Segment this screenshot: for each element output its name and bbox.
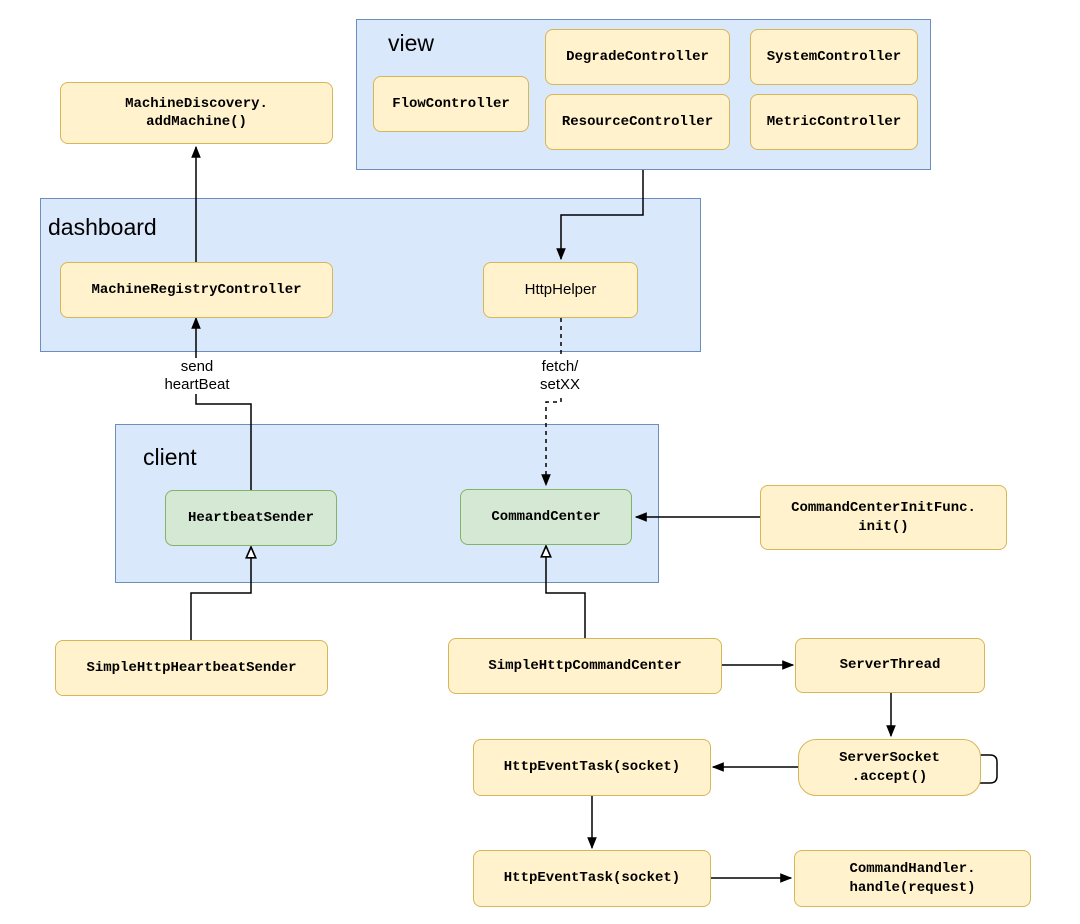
system-controller-node[interactable]: SystemController xyxy=(750,29,918,85)
command-center-init-func-node[interactable]: CommandCenterInitFunc. init() xyxy=(760,485,1007,550)
degrade-controller-node[interactable]: DegradeController xyxy=(545,29,730,85)
http-helper-node[interactable]: HttpHelper xyxy=(483,262,638,318)
simple-http-heartbeat-sender-node[interactable]: SimpleHttpHeartbeatSender xyxy=(55,640,328,696)
metric-controller-node[interactable]: MetricController xyxy=(750,94,918,150)
edge-simplehb-to-hbsender xyxy=(190,547,251,640)
fetch-setxx-label: fetch/ setXX xyxy=(530,358,590,394)
edge-view-to-httphelper xyxy=(556,170,644,261)
heartbeat-sender-node[interactable]: HeartbeatSender xyxy=(165,490,337,546)
edge-httphelper-to-commandcenter xyxy=(541,318,562,487)
send-heartbeat-label: send heartBeat xyxy=(160,358,234,394)
machine-registry-controller-node[interactable]: MachineRegistryController xyxy=(60,262,333,318)
resource-controller-node[interactable]: ResourceController xyxy=(545,94,730,150)
simple-http-command-center-node[interactable]: SimpleHttpCommandCenter xyxy=(448,638,722,694)
http-event-task-2-node[interactable]: HttpEventTask(socket) xyxy=(473,850,711,907)
client-group-label: client xyxy=(143,444,197,470)
edge-simplecc-to-cc xyxy=(546,546,586,638)
view-group-label: view xyxy=(388,30,435,56)
command-handler-node[interactable]: CommandHandler. handle(request) xyxy=(794,850,1031,907)
http-event-task-1-node[interactable]: HttpEventTask(socket) xyxy=(473,739,711,796)
machine-discovery-node[interactable]: MachineDiscovery. addMachine() xyxy=(60,82,333,144)
flow-controller-node[interactable]: FlowController xyxy=(373,76,529,132)
dashboard-group-label: dashboard xyxy=(48,214,157,240)
command-center-node[interactable]: CommandCenter xyxy=(460,489,632,545)
edge-heartbeat-to-registry xyxy=(191,316,252,490)
server-socket-accept-node[interactable]: ServerSocket .accept() xyxy=(798,739,981,796)
server-thread-node[interactable]: ServerThread xyxy=(795,638,985,693)
